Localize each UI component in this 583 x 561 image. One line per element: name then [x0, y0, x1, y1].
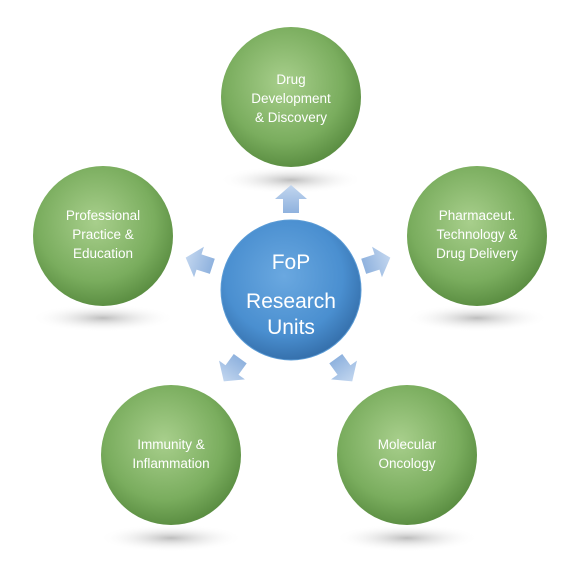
unit-label-line: Pharmaceut.	[439, 208, 516, 223]
unit-label-line: & Discovery	[255, 110, 327, 125]
center-subtitle-line-1: Research	[246, 290, 336, 313]
arrow-down-right-icon	[329, 353, 357, 382]
shadows	[31, 166, 549, 552]
unit-node-pharmaceut-technology: Pharmaceut. Technology & Drug Delivery	[407, 166, 547, 306]
arrows	[185, 185, 391, 382]
center-node: FoP Research Units	[220, 219, 362, 361]
unit-label-line: Drug	[276, 72, 305, 87]
unit-node-immunity-inflammation: Immunity & Inflammation	[101, 385, 241, 525]
unit-node-professional-practice: Professional Practice & Education	[33, 166, 173, 306]
unit-label-line: Practice &	[72, 227, 134, 242]
arrow-left-icon	[185, 246, 215, 278]
center-subtitle-line-2: Units	[267, 316, 315, 339]
unit-label-line: Development	[251, 91, 331, 106]
unit-label-line: Professional	[66, 208, 140, 223]
unit-label-line: Oncology	[378, 456, 435, 471]
unit-node-molecular-oncology: Molecular Oncology	[337, 385, 477, 525]
arrow-right-icon	[361, 246, 391, 278]
unit-label-line: Immunity &	[137, 437, 205, 452]
arrow-down-left-icon	[219, 353, 247, 382]
arrow-up-icon	[275, 185, 307, 213]
unit-label-line: Education	[73, 246, 133, 261]
unit-label-line: Technology &	[436, 227, 517, 242]
unit-label-line: Drug Delivery	[436, 246, 518, 261]
unit-node-drug-development: Drug Development & Discovery	[221, 27, 361, 167]
center-title: FoP	[272, 251, 311, 274]
unit-label-line: Molecular	[378, 437, 437, 452]
unit-label-line: Inflammation	[132, 456, 209, 471]
